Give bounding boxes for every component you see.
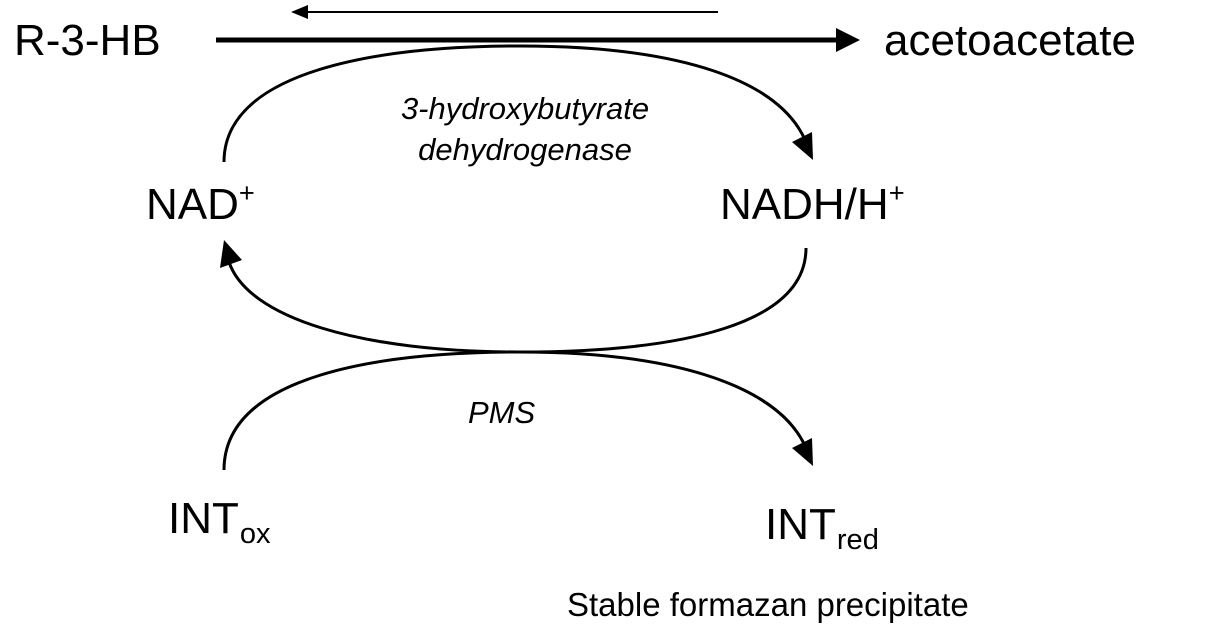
mediator-label: PMS (468, 395, 536, 430)
int-ox-label: INTox (168, 494, 271, 549)
int-reduction-arrowhead (792, 438, 813, 466)
substrate-label: R-3-HB (14, 16, 161, 65)
nadh-base: NADH/H (720, 180, 889, 229)
int-red-base: INT (765, 500, 836, 549)
forward-reaction-arrowhead (836, 28, 860, 52)
int-ox-state: ox (239, 517, 271, 550)
nadh-label: NADH/H+ (720, 179, 905, 229)
enzyme-name-line1: 3-hydroxybutyrate (400, 91, 650, 126)
int-ox-base: INT (168, 494, 239, 543)
nad-reduction-arrowhead (792, 132, 813, 160)
formazan-note: Stable formazan precipitate (567, 586, 969, 623)
nadh-oxidation-arrowhead (220, 240, 242, 268)
nad-plus-base: NAD (146, 180, 239, 229)
enzyme-name-line2: dehydrogenase (418, 131, 632, 167)
nadh-charge: + (888, 177, 905, 209)
nad-plus-label: NAD+ (146, 179, 255, 229)
int-red-label: INTred (765, 500, 879, 555)
int-reduction-arc (222, 350, 808, 471)
int-red-state: red (836, 523, 879, 556)
enzyme-label: 3-hydroxybutyrate dehydrogenase (325, 89, 725, 171)
reverse-reaction-arrowhead (291, 5, 308, 19)
nadh-oxidation-arc (227, 247, 808, 354)
product-label: acetoacetate (884, 16, 1136, 65)
nad-plus-charge: + (238, 177, 255, 209)
nad-reduction-arc (222, 44, 808, 163)
